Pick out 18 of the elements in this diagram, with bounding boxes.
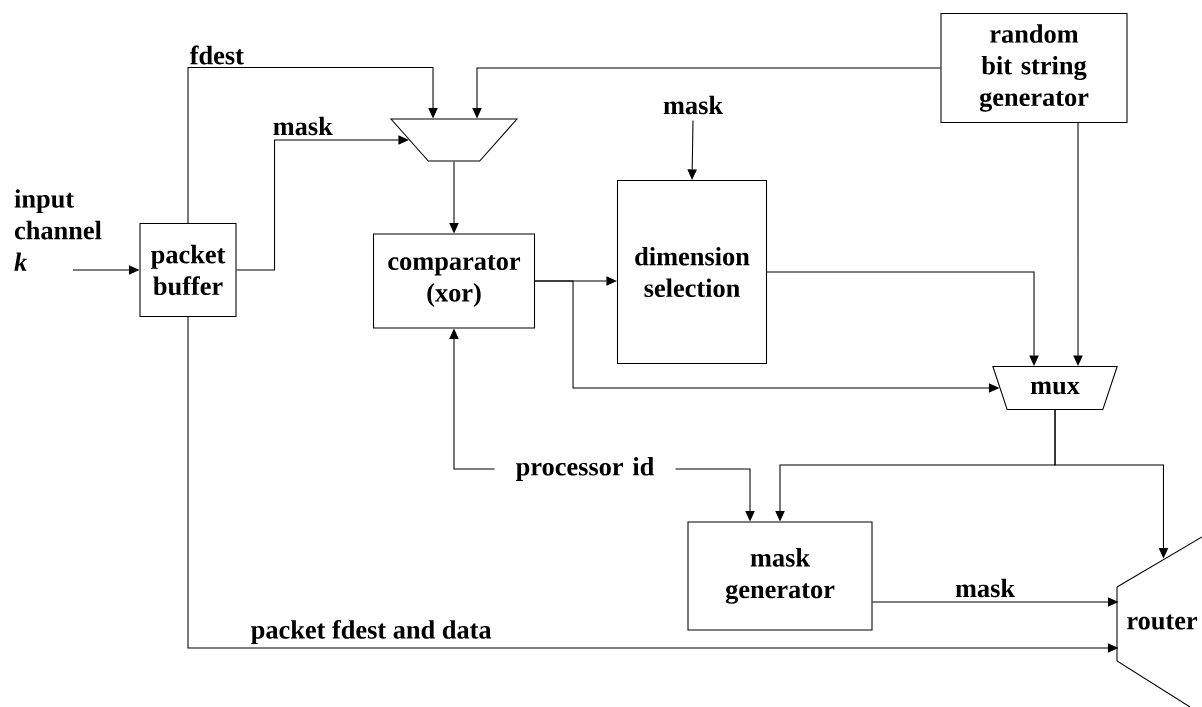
signal-label: processor id [516, 457, 655, 481]
edge-label: mask [955, 578, 1015, 598]
edge-label: fdest [189, 45, 244, 65]
process-box: mask generator [687, 521, 873, 631]
edge-label: mask [273, 116, 333, 136]
process-box: dimension selection [617, 179, 768, 365]
process-box: comparator (xor) [372, 233, 536, 329]
arrow [687, 120, 697, 180]
signal-label: mask [663, 95, 723, 115]
process-box: packet buffer [139, 222, 237, 318]
arrow [766, 271, 1039, 366]
arrow [187, 66, 438, 224]
arrow [236, 135, 409, 271]
edge-label: packet fdest and data [251, 619, 492, 645]
process-box: random bit string generator [940, 12, 1128, 124]
mux-trapezoid: mux [992, 365, 1118, 410]
arrow [1073, 122, 1083, 366]
input-label: input channel k [14, 189, 102, 271]
